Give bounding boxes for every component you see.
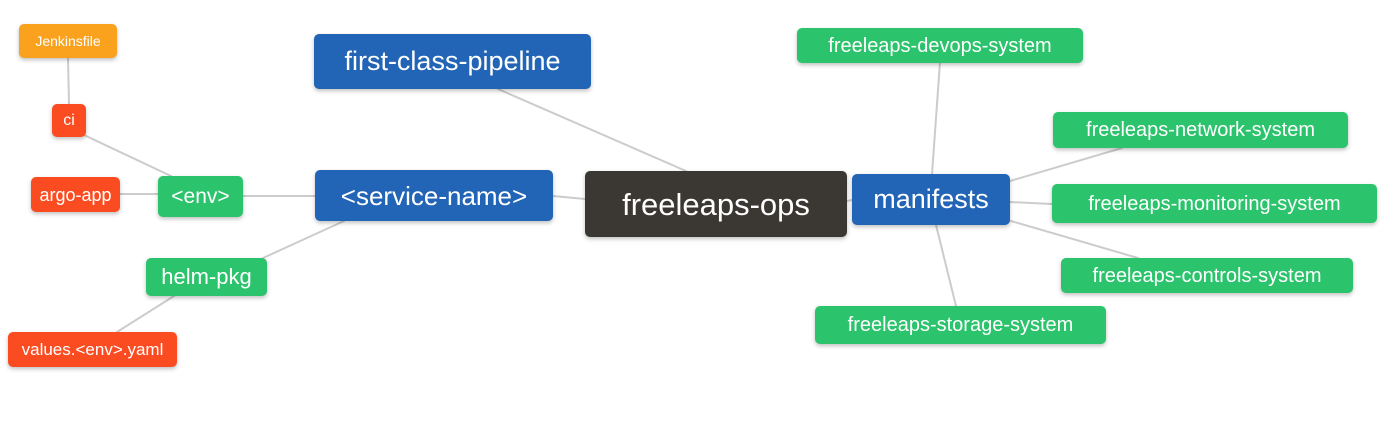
edge-manifests-network-system (1009, 147, 1123, 182)
edge-jenkinsfile-ci (67, 57, 70, 105)
node-manifests[interactable]: manifests (852, 174, 1010, 225)
edge-manifests-monitoring-system (1009, 201, 1053, 205)
edge-manifests-controls-system (1010, 220, 1139, 259)
node-freeleaps-ops[interactable]: freeleaps-ops (585, 171, 847, 237)
edge-helm-pkg-service-name (262, 220, 345, 259)
node-devops-system[interactable]: freeleaps-devops-system (797, 28, 1083, 63)
node-controls-system[interactable]: freeleaps-controls-system (1061, 258, 1353, 293)
node-helm-pkg[interactable]: helm-pkg (146, 258, 267, 296)
node-storage-system[interactable]: freeleaps-storage-system (815, 306, 1106, 344)
edge-manifests-storage-system (935, 224, 957, 307)
node-argo-app[interactable]: argo-app (31, 177, 120, 212)
node-first-class-pipeline[interactable]: first-class-pipeline (314, 34, 591, 89)
node-monitoring-system[interactable]: freeleaps-monitoring-system (1052, 184, 1377, 223)
node-values-env-yaml[interactable]: values.<env>.yaml (8, 332, 177, 367)
edge-values-helm-pkg (116, 295, 175, 333)
node-network-system[interactable]: freeleaps-network-system (1053, 112, 1348, 148)
edge-manifests-devops-system (931, 61, 941, 175)
node-ci[interactable]: ci (52, 104, 86, 137)
node-jenkinsfile[interactable]: Jenkinsfile (19, 24, 117, 58)
node-service-name[interactable]: <service-name> (315, 170, 553, 221)
node-env[interactable]: <env> (158, 176, 243, 217)
edge-ci-env (83, 134, 172, 177)
edge-service-name-ops (552, 195, 586, 200)
edge-ops-manifests (846, 199, 853, 202)
edge-first-class-pipeline-ops (497, 88, 687, 172)
